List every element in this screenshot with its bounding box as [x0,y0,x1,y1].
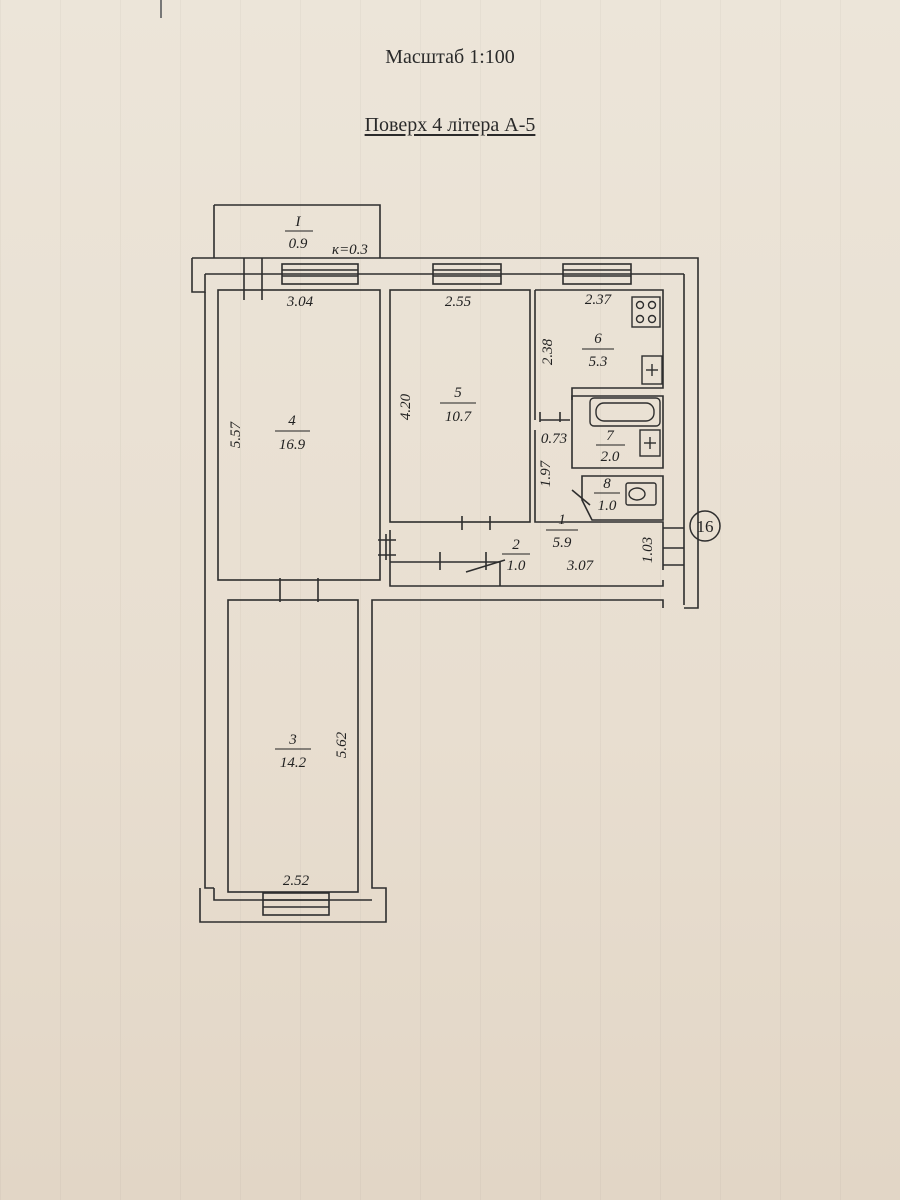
balcony-area: 0.9 [289,236,308,252]
paper-mark [160,0,162,18]
room-3-area: 14.2 [280,755,307,771]
room-4-area: 16.9 [279,437,306,453]
door-room5 [461,516,491,530]
door-room4 [378,534,396,560]
room-7-area: 2.0 [601,449,620,465]
balcony-door-mark [243,258,263,300]
room-3-number: 3 [288,732,297,748]
corridor-height-dim: 1.97 [538,459,554,487]
room-1-number: 1 [558,512,566,528]
room-4-length-dim: 5.57 [228,420,244,448]
room-1-area: 5.9 [553,535,572,551]
window-bottom [262,892,330,916]
room-8-number: 8 [603,476,611,492]
hall-width-dim: 1.03 [640,537,656,563]
room-6-width-dim: 2.37 [585,292,613,308]
door-bath [539,412,561,422]
room-2-number: 2 [512,537,520,553]
toilet-icon [625,482,657,506]
room-4-outline [217,289,381,581]
room-3-length-dim: 5.62 [334,731,350,758]
outer-wall-left [204,292,214,889]
wc-outline [581,475,664,521]
room-5-outline [389,289,531,523]
apartment-marker-circle [689,510,721,542]
window-top-3 [562,263,632,285]
room-6-number: 6 [594,331,602,347]
door-entrance [663,527,684,566]
bath-width-dim: 0.73 [541,431,567,447]
room-4-number: 4 [288,413,296,429]
room-6-outline [535,289,664,400]
door-wc [571,489,591,506]
stove-icon [631,296,661,328]
door-room3 [279,578,319,602]
room-4-width-dim: 3.04 [286,294,314,310]
window-top-2 [432,263,502,285]
outer-wall-top [191,257,699,293]
hall-outline [389,530,664,587]
kitchen-sink-icon [641,355,663,385]
room-7-number: 7 [606,428,615,444]
floor-title: Поверх 4 літера А-5 [364,114,536,136]
balcony-number: I [295,214,302,230]
floor-label: Поверх 4 літера А-5 [0,114,900,137]
wall-bottom-inner [213,888,372,901]
bath-outline [571,395,664,469]
apartment-marker: 16 [697,517,714,536]
outer-wall-bottom [199,599,664,923]
balcony-outline [213,204,381,258]
room-5-width-dim: 2.55 [445,294,472,310]
room-6-length-dim: 2.38 [540,338,556,365]
outer-wall-top-inner [205,273,685,605]
hall-length-dim: 3.07 [566,558,595,574]
bath-sink-icon [639,429,661,457]
room-5-length-dim: 4.20 [398,393,414,420]
outer-wall-right [684,274,699,609]
room-6-area: 5.3 [589,354,608,370]
corridor-outline [534,290,664,570]
room-5-number: 5 [454,385,462,401]
balcony-coefficient: к=0.3 [332,242,368,258]
room-3-width-dim: 2.52 [283,873,310,889]
bathtub-icon [589,397,661,427]
room-3-outline [227,599,359,893]
room-5-area: 10.7 [445,409,473,425]
room-2-area: 1.0 [507,558,526,574]
door-storage [439,552,506,573]
scale-label: Масштаб 1:100 [385,46,515,68]
window-top-1 [281,263,359,285]
room-8-area: 1.0 [598,498,617,514]
